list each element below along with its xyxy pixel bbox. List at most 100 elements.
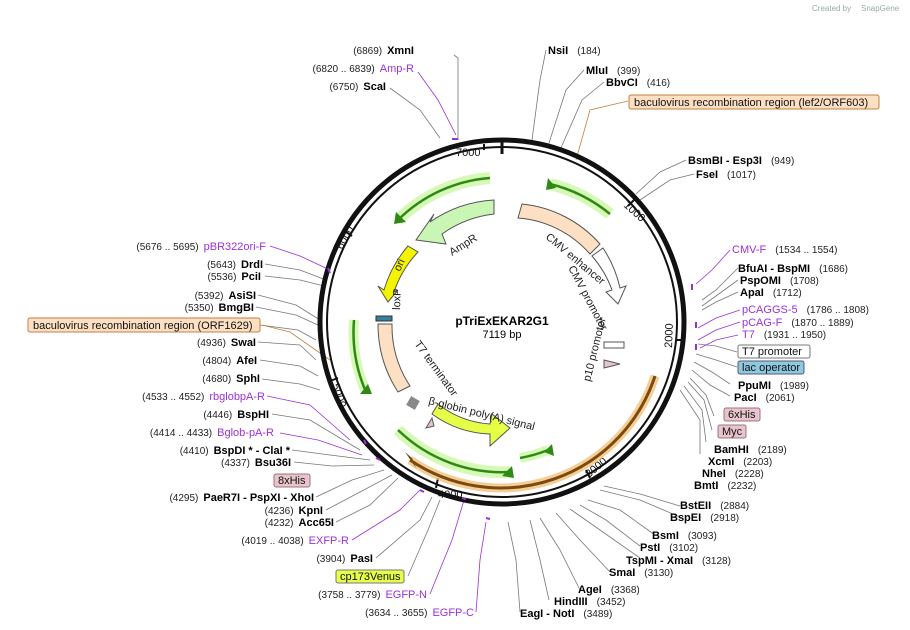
site-name-psti[interactable]: PstI (640, 542, 660, 554)
site-pos-bsmbi-esp3i: (949) (771, 156, 794, 167)
t7-terminator-feature[interactable] (377, 323, 411, 393)
site-name-bbvci[interactable]: BbvCI (606, 77, 638, 89)
site-name-bsmi[interactable]: BsmI (652, 530, 679, 542)
site-name-asisi[interactable]: AsiSI (228, 290, 256, 302)
svg-text:(4236)KpnI: (4236)KpnI (265, 505, 323, 517)
site-name-agei[interactable]: AgeI (578, 584, 602, 596)
site-name-bmti[interactable]: BmtI (694, 480, 718, 492)
site-pos-bamhi: (2189) (758, 445, 787, 456)
box-myc-text: Myc (722, 426, 743, 438)
site-name-paer7i-pspxi-xhoi[interactable]: PaeR7I - PspXI - XhoI (203, 492, 314, 504)
box-cp173venus[interactable]: cp173Venus (335, 569, 405, 584)
ori-feature[interactable] (377, 245, 419, 303)
primer-name-t7[interactable]: T7 (742, 329, 755, 341)
site-pos-tspmi-xmai: (3128) (702, 556, 731, 567)
svg-text:XcmI(2203): XcmI (2203) (708, 456, 772, 468)
cmv-enhancer-feature[interactable] (517, 203, 601, 255)
site-name-bsmbi-esp3i[interactable]: BsmBI - Esp3I (688, 155, 762, 167)
ampr-feature[interactable] (415, 199, 495, 245)
site-name-smai[interactable]: SmaI (609, 567, 635, 579)
watermark-prefix: Created by (812, 4, 851, 13)
site-name-tspmi-xmai[interactable]: TspMI - XmaI (626, 555, 693, 567)
site-name-bspei[interactable]: BspEI (670, 512, 701, 524)
svg-text:NheI(2228): NheI(2228) (702, 468, 764, 480)
svg-text:CMV-F(1534 .. 1554): CMV-F (1534 .. 1554) (732, 244, 838, 256)
box-bac-left[interactable]: baculovirus recombination region (ORF162… (27, 317, 261, 333)
primer-name-pbr322ori-f[interactable]: pBR322ori-F (204, 241, 267, 253)
loxp-feature[interactable] (375, 315, 393, 322)
site-pos-pcii: (5536) (208, 272, 237, 283)
site-name-pasi[interactable]: PasI (350, 553, 373, 565)
site-pos-xcmi: (2203) (743, 457, 772, 468)
svg-text:BamHI(2189): BamHI (2189) (714, 444, 787, 456)
primer-pos-amp-r: (6820 .. 6839) (313, 64, 375, 75)
primer-name-rbglobpa-r[interactable]: rbglobpA-R (209, 391, 265, 403)
primer-name-amp-r[interactable]: Amp-R (380, 63, 414, 75)
site-pos-bspei: (2918) (710, 513, 739, 524)
primer-name-cmv-f[interactable]: CMV-F (732, 244, 767, 256)
site-pos-ppumi: (1989) (780, 381, 809, 392)
primer-name-egfp-c[interactable]: EGFP-C (432, 607, 474, 619)
svg-text:SmaI(3130): SmaI(3130) (609, 567, 673, 579)
tick-label-1000: 1000 (621, 199, 647, 224)
primer-pos-cmv-f: (1534 .. 1554) (775, 245, 837, 256)
site-name-acc65i[interactable]: Acc65I (299, 517, 334, 529)
svg-text:BsmI(3093): BsmI(3093) (652, 530, 717, 542)
site-name-fsei[interactable]: FseI (696, 169, 718, 181)
site-name-swai[interactable]: SwaI (231, 337, 256, 349)
site-pos-hindiii: (3452) (597, 597, 626, 608)
loxp-label: loxP (391, 288, 404, 310)
box-t7-promoter[interactable]: T7 promoter (737, 344, 811, 359)
tick-label-6000: 6000 (334, 224, 357, 251)
site-name-bfuai-bspmi[interactable]: BfuAI - BspMI (738, 263, 810, 275)
plasmid-name: pTriExEKAR2G1 (455, 314, 549, 328)
site-name-xmni[interactable]: XmnI (387, 45, 414, 57)
beta-globin-polya-feature[interactable] (431, 403, 511, 448)
primer-name-egfp-n[interactable]: EGFP-N (385, 589, 427, 601)
site-name-mlui[interactable]: MluI (586, 65, 608, 77)
site-name-bspdi-clai[interactable]: BspDI * - ClaI * (214, 445, 291, 457)
primer-name-exfp-r[interactable]: EXFP-R (309, 535, 349, 547)
site-pos-bmgbi: (5350) (185, 303, 214, 314)
primer-name-bglob-pa-r[interactable]: Bglob-pA-R (217, 427, 274, 439)
cmv-promoter-feature[interactable] (591, 247, 627, 305)
site-name-nsii[interactable]: NsiI (548, 45, 568, 57)
site-name-paci[interactable]: PacI (734, 392, 757, 404)
site-name-bsphi[interactable]: BspHI (237, 409, 269, 421)
primer-name-pcaggs-5[interactable]: pCAGGS-5 (742, 304, 798, 316)
ampr-label: AmpR (447, 232, 479, 258)
site-name-nhei[interactable]: NheI (702, 468, 726, 480)
site-name-pcii[interactable]: PciI (241, 271, 261, 283)
svg-text:(4295)PaeR7I - PspXI - XhoI: (4295)PaeR7I - PspXI - XhoI (169, 492, 314, 504)
site-name-pspomi[interactable]: PspOMI (740, 275, 781, 287)
site-name-bmgbi[interactable]: BmgBI (219, 302, 254, 314)
p10-promoter-feature[interactable] (603, 341, 625, 349)
site-name-scai[interactable]: ScaI (363, 81, 386, 93)
site-name-bsu36i[interactable]: Bsu36I (255, 457, 291, 469)
site-pos-eagi-noti: (3489) (583, 609, 612, 620)
box-myc[interactable]: Myc (717, 424, 747, 439)
site-name-xcmi[interactable]: XcmI (708, 456, 734, 468)
svg-text:(4446)BspHI: (4446)BspHI (203, 409, 269, 421)
site-name-bamhi[interactable]: BamHI (714, 444, 749, 456)
svg-text:(4680)SphI: (4680)SphI (202, 373, 260, 385)
site-name-afei[interactable]: AfeI (236, 355, 257, 367)
svg-text:(5676 .. 5695)pBR322ori-F: (5676 .. 5695)pBR322ori-F (136, 241, 266, 253)
site-name-hindiii[interactable]: HindIII (554, 596, 588, 608)
site-name-ppumi[interactable]: PpuMI (738, 380, 771, 392)
site-name-bsteii[interactable]: BstEII (680, 500, 711, 512)
site-pos-scai: (6750) (329, 82, 358, 93)
box-6xhis[interactable]: 6xHis (723, 407, 761, 422)
primer-name-pcag-f[interactable]: pCAG-F (742, 317, 783, 329)
box-lac-operator[interactable]: lac operator (737, 360, 805, 375)
site-name-kpni[interactable]: KpnI (299, 505, 323, 517)
leader-lines (255, 49, 741, 613)
site-name-drdi[interactable]: DrdI (241, 259, 263, 271)
site-name-apai[interactable]: ApaI (740, 287, 764, 299)
svg-text:BfuAI - BspMI(1686): BfuAI - BspMI(1686) (738, 263, 848, 275)
box-cp173venus-text: cp173Venus (340, 571, 401, 583)
site-name-sphi[interactable]: SphI (236, 373, 260, 385)
box-8xhis[interactable]: 8xHis (273, 473, 311, 488)
box-bac-top[interactable]: baculovirus recombination region (lef2/O… (628, 94, 880, 110)
site-name-eagi-noti[interactable]: EagI - NotI (520, 608, 574, 620)
